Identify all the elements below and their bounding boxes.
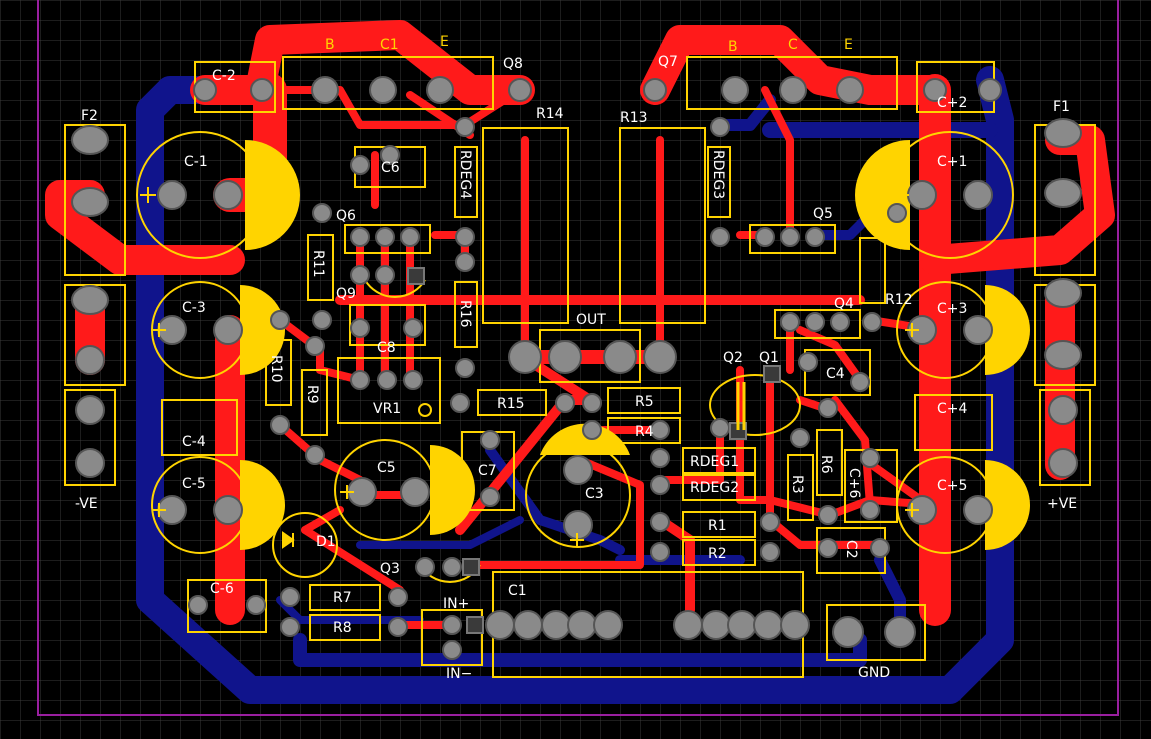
label-rdeg1: RDEG1 <box>690 454 739 470</box>
label-c-plus-5: C+5 <box>937 478 967 494</box>
label-c-minus-3: C-3 <box>182 300 206 316</box>
label-pos-ve: +VE <box>1047 496 1077 512</box>
label-c7: C7 <box>478 463 497 479</box>
label-e-q7: E <box>844 37 853 53</box>
label-neg-ve: -VE <box>75 496 98 512</box>
label-q5: Q5 <box>813 206 833 222</box>
silkscreen-labels: B C1 E B C E Q8 Q7 C-2 C+2 F2 F1 R14 R13… <box>75 34 1077 682</box>
label-r11: R11 <box>310 250 326 278</box>
label-in-minus: IN− <box>446 666 472 682</box>
label-r14: R14 <box>536 106 564 122</box>
label-c3: C3 <box>585 486 604 502</box>
label-c-plus-1: C+1 <box>937 154 967 170</box>
label-rdeg2: RDEG2 <box>690 480 739 496</box>
label-c6: C6 <box>381 160 400 176</box>
label-d1: D1 <box>316 534 336 550</box>
label-c-minus-6: C-6 <box>210 581 234 597</box>
label-c-plus-6: C+6 <box>846 468 862 499</box>
label-c4: C4 <box>826 366 845 382</box>
label-r1: R1 <box>708 518 727 534</box>
label-q6: Q6 <box>336 208 356 224</box>
label-r6: R6 <box>818 455 834 474</box>
label-c-q8: C1 <box>380 37 399 53</box>
label-r15: R15 <box>497 396 525 412</box>
label-r7: R7 <box>333 590 352 606</box>
label-c1: C1 <box>508 583 527 599</box>
label-in-plus: IN+ <box>443 596 469 612</box>
label-c-plus-4: C+4 <box>937 401 968 417</box>
label-c-plus-3: C+3 <box>937 301 967 317</box>
label-r4: R4 <box>635 424 654 440</box>
board-outline <box>37 0 1119 716</box>
label-out: OUT <box>576 312 606 328</box>
label-c5: C5 <box>377 460 396 476</box>
polarity-marks <box>140 187 919 549</box>
label-rdeg4: RDEG4 <box>457 150 473 199</box>
label-r16: R16 <box>457 300 473 328</box>
label-r13: R13 <box>620 110 648 126</box>
label-c-q7: C <box>788 37 798 53</box>
label-rdeg3: RDEG3 <box>710 150 726 199</box>
label-e-q8: E <box>440 34 449 50</box>
label-gnd: GND <box>858 665 890 681</box>
label-r5: R5 <box>635 394 654 410</box>
label-c-plus-2: C+2 <box>937 95 967 111</box>
label-c2: C2 <box>843 540 859 559</box>
label-q7: Q7 <box>658 54 678 70</box>
silkscreen-layer <box>64 56 1096 678</box>
label-vr1: VR1 <box>373 401 401 417</box>
label-f2: F2 <box>81 108 98 124</box>
label-r3: R3 <box>789 475 805 494</box>
pads <box>71 76 1082 660</box>
label-r2: R2 <box>708 546 727 562</box>
label-q2: Q2 <box>723 350 743 366</box>
label-r9: R9 <box>304 385 320 404</box>
label-q4: Q4 <box>834 296 854 312</box>
label-q9: Q9 <box>336 286 356 302</box>
label-b-q7: B <box>728 39 738 55</box>
label-c-minus-4: C-4 <box>182 434 206 450</box>
label-q3: Q3 <box>380 561 400 577</box>
label-f1: F1 <box>1053 99 1070 115</box>
label-r12: R12 <box>885 292 913 308</box>
label-c-minus-2: C-2 <box>212 68 236 84</box>
label-c-minus-5: C-5 <box>182 476 206 492</box>
label-b-q8: B <box>325 37 335 53</box>
label-q1: Q1 <box>759 350 779 366</box>
label-r8: R8 <box>333 620 352 636</box>
label-q8: Q8 <box>503 56 523 72</box>
label-c8: C8 <box>377 340 396 356</box>
label-r10: R10 <box>268 355 284 383</box>
label-c-minus-1: C-1 <box>184 154 208 170</box>
